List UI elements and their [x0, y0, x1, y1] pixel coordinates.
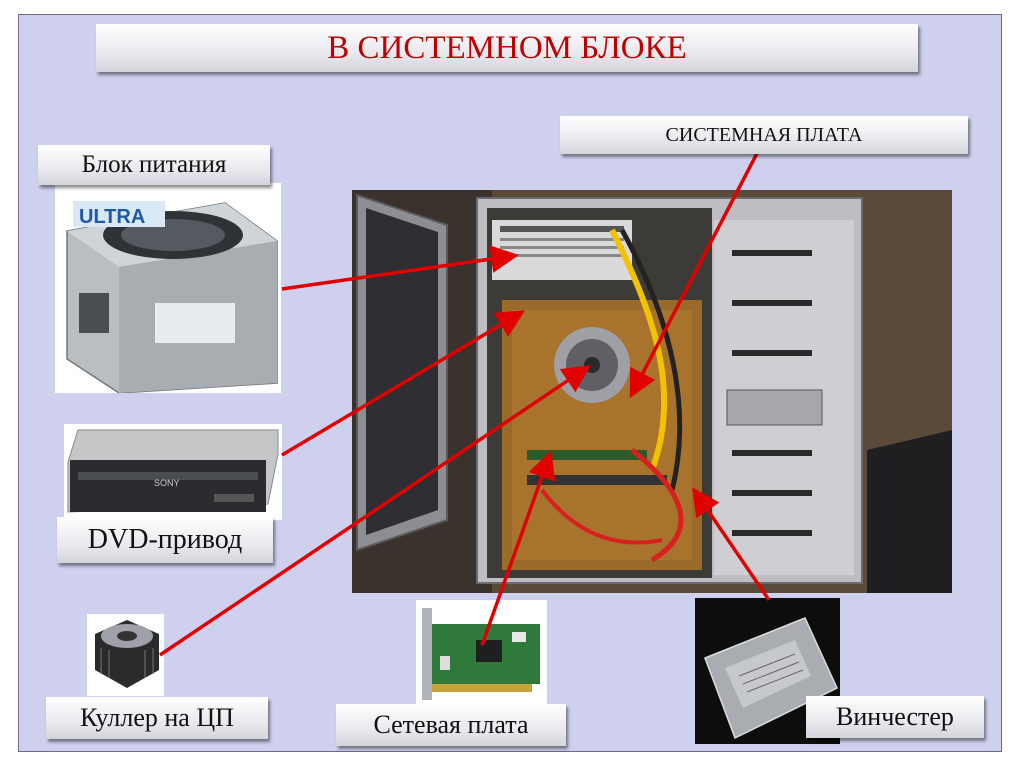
slide-title: В СИСТЕМНОМ БЛОКЕ [96, 24, 918, 72]
arrow-motherboard [629, 137, 767, 399]
label-cpu-cooler: Куллер на ЦП [46, 697, 268, 739]
svg-text:SONY: SONY [154, 478, 180, 488]
label-motherboard: СИСТЕМНАЯ ПЛАТА [560, 116, 968, 154]
arrow-cpu-cooler [159, 365, 591, 657]
dvd-drive-image: SONY [64, 424, 282, 520]
pc-case-photo [352, 190, 952, 593]
arrow-psu [281, 245, 519, 291]
label-network-card: Сетевая плата [336, 704, 566, 746]
label-hdd: Винчестер [806, 696, 984, 738]
arrow-dvd [281, 310, 526, 457]
psu-image: ULTRA [55, 183, 281, 393]
label-psu: Блок питания [38, 145, 270, 185]
label-dvd: DVD-привод [57, 517, 273, 563]
hard-drive-image [695, 598, 840, 744]
network-card-image [416, 600, 547, 705]
cpu-cooler-image [87, 614, 164, 696]
arrow-network-card [480, 450, 556, 646]
svg-text:ULTRA: ULTRA [79, 206, 145, 228]
arrow-hdd [692, 487, 771, 601]
